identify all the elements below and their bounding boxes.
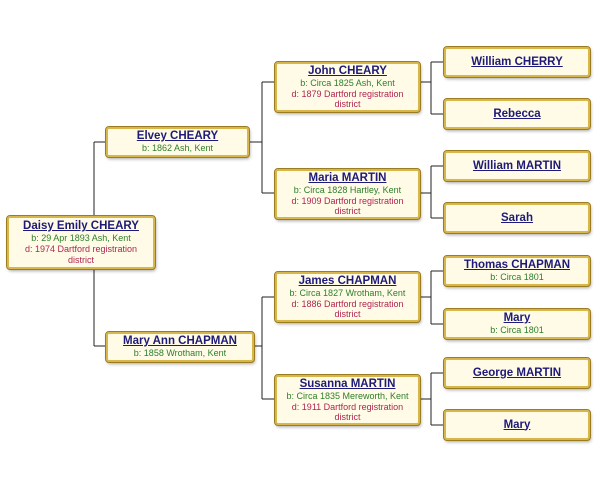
person-death: d: 1911 Dartford registration district xyxy=(291,401,404,423)
person-elvey-cheary[interactable]: Elvey CHEARY b: 1862 Ash, Kent xyxy=(105,126,250,158)
person-thomas-chapman[interactable]: Thomas CHAPMAN b: Circa 1801 xyxy=(443,255,591,287)
person-birth: b: Circa 1801 xyxy=(490,325,544,335)
person-birth: b: Circa 1835 Mereworth, Kent xyxy=(286,390,409,401)
connector-maria-parents xyxy=(420,165,444,219)
person-death: d: 1886 Dartford registration district xyxy=(291,298,404,320)
person-maria-martin[interactable]: Maria MARTIN b: Circa 1828 Hartley, Kent… xyxy=(274,168,421,220)
person-name[interactable]: Rebecca xyxy=(493,107,541,120)
person-birth: b: Circa 1825 Ash, Kent xyxy=(300,77,395,88)
person-birth: b: Circa 1828 Hartley, Kent xyxy=(293,184,402,195)
person-william-martin[interactable]: William MARTIN xyxy=(443,150,591,182)
person-daisy-emily-cheary[interactable]: Daisy Emily CHEARY b: 29 Apr 1893 Ash, K… xyxy=(6,215,156,270)
person-death: d: 1909 Dartford registration district xyxy=(291,195,404,217)
person-name[interactable]: William MARTIN xyxy=(472,159,562,172)
connector-maryann-parents xyxy=(254,296,275,400)
person-name[interactable]: Sarah xyxy=(501,211,533,224)
person-death: d: 1879 Dartford registration district xyxy=(291,88,404,110)
person-name[interactable]: Elvey CHEARY xyxy=(136,130,219,142)
person-name[interactable]: Susanna MARTIN xyxy=(299,377,396,390)
person-birth: b: 1862 Ash, Kent xyxy=(141,143,214,153)
person-name[interactable]: Mary xyxy=(503,418,531,431)
connector-susanna-parents xyxy=(420,372,444,426)
person-mary-ann-chapman[interactable]: Mary Ann CHAPMAN b: 1858 Wrotham, Kent xyxy=(105,331,255,363)
person-george-martin[interactable]: George MARTIN xyxy=(443,357,591,389)
person-name[interactable]: George MARTIN xyxy=(472,366,562,379)
person-mary-martin-spouse[interactable]: Mary xyxy=(443,409,591,441)
person-mary-chapman-spouse[interactable]: Mary b: Circa 1801 xyxy=(443,308,591,340)
person-name[interactable]: John CHEARY xyxy=(308,64,387,77)
person-john-cheary[interactable]: John CHEARY b: Circa 1825 Ash, Kent d: 1… xyxy=(274,61,421,113)
person-birth: b: Circa 1827 Wrotham, Kent xyxy=(289,287,406,298)
person-death: d: 1974 Dartford registration district xyxy=(24,244,138,265)
person-name[interactable]: Maria MARTIN xyxy=(308,171,387,184)
person-birth: b: 1858 Wrotham, Kent xyxy=(133,348,227,358)
person-sarah[interactable]: Sarah xyxy=(443,202,591,234)
connector-james-parents xyxy=(420,270,444,325)
person-name[interactable]: Mary xyxy=(503,312,531,324)
person-name[interactable]: William CHERRY xyxy=(471,55,563,68)
person-james-chapman[interactable]: James CHAPMAN b: Circa 1827 Wrotham, Ken… xyxy=(274,271,421,323)
person-name[interactable]: James CHAPMAN xyxy=(298,274,397,287)
person-birth: b: Circa 1801 xyxy=(490,272,544,282)
person-name[interactable]: Thomas CHAPMAN xyxy=(463,259,571,271)
person-rebecca[interactable]: Rebecca xyxy=(443,98,591,130)
person-birth: b: 29 Apr 1893 Ash, Kent xyxy=(31,233,131,243)
connector-john-parents xyxy=(420,61,444,115)
person-william-cherry[interactable]: William CHERRY xyxy=(443,46,591,78)
person-name[interactable]: Mary Ann CHAPMAN xyxy=(123,335,237,347)
person-susanna-martin[interactable]: Susanna MARTIN b: Circa 1835 Mereworth, … xyxy=(274,374,421,426)
person-name[interactable]: Daisy Emily CHEARY xyxy=(23,220,139,232)
connector-elvey-parents xyxy=(249,81,275,194)
